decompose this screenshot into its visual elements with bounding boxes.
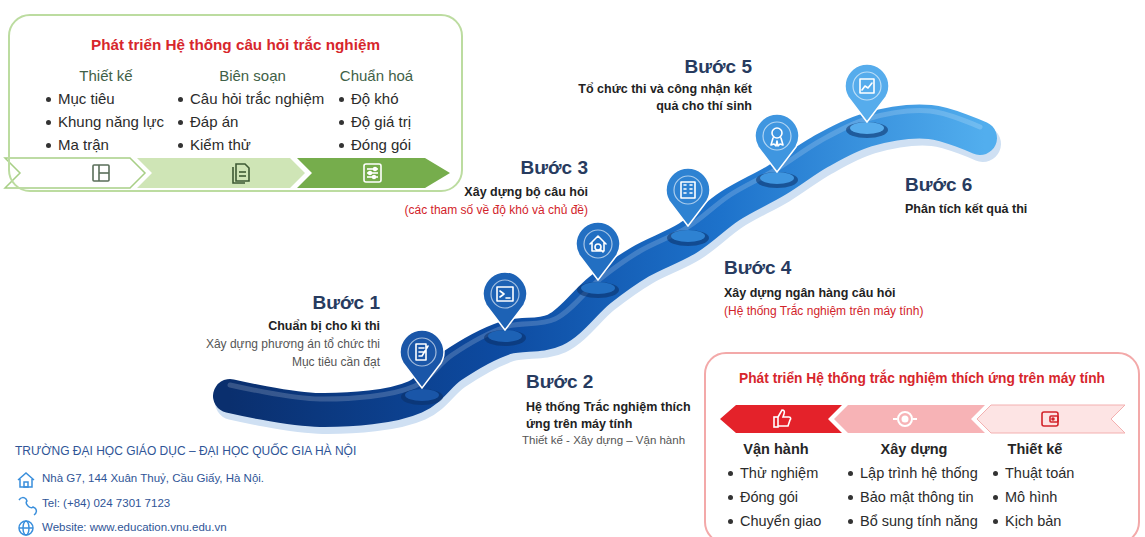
step-note: (các tham số về độ khó và chủ đề) [405,203,588,217]
column-heading: Thiết kế [44,64,168,87]
column-box: Xây dựngLập trình hệ thốngBảo mật thông … [846,437,982,533]
chevron-band [5,158,450,188]
bullet-item: Câu hỏi trắc nghiệm [176,87,329,110]
step-note: Thiết kế - Xây dựng – Vận hành [522,434,685,446]
contact-address: Nhà G7, 144 Xuân Thuỷ, Cầu Giấy, Hà Nội. [42,472,264,484]
bullet-item: Ma trận [44,133,168,156]
bullet-item: Bổ sung tính năng [846,509,982,533]
column-box: Thiết kếThuật toánMô hìnhKịch bản [991,437,1079,533]
contact-website: Website: www.education.vnu.edu.vn [42,521,227,533]
bullet-item: Thử nghiệm [726,461,826,485]
column-heading: Vận hành [726,437,826,461]
step-heading: Bước 4 [724,257,791,279]
step-heading: Bước 3 [521,157,588,179]
step-title: Hệ thống Trắc nghiệm thích ứng trên máy … [526,399,691,433]
step-heading: Bước 6 [905,174,972,196]
bullet-item: Khung năng lực [44,110,168,133]
step-note: Xây dựng phương án tổ chức thi [206,337,380,351]
bullet-item: Đáp án [176,110,329,133]
step-pin [576,222,620,298]
panel-box: Phát triển Hệ thống câu hỏi trắc nghiệmT… [8,14,463,192]
step-title: Tổ chức thi và công nhận kết quả cho thí… [562,81,752,115]
step-pin [483,272,527,346]
step-note: Mục tiêu cần đạt [292,355,380,369]
step-pin [845,64,889,138]
step-title: Phân tích kết quả thi [905,201,1027,218]
step-note: (Hệ thống Trắc nghiệm trên máy tính) [724,304,923,318]
ribbon-highlight [230,111,980,399]
panel-box: Phát triển Hệ thống trắc nghiệm thích ứn… [704,352,1140,537]
bullet-item: Chuyển giao [726,509,826,533]
column-heading: Chuẩn hoá [337,64,416,87]
column-box: Chuẩn hoáĐộ khóĐộ giá trịĐóng gói [337,64,416,156]
contact-phone: Tel: (+84) 024 7301 7123 [42,497,170,509]
bullet-item: Đóng gói [337,133,416,156]
chevron-band [720,405,1125,433]
bullet-item: Thuật toán [991,461,1079,485]
column-box: Vận hànhThử nghiệmĐóng góiChuyển giao [726,437,826,533]
column-box: Thiết kếMục tiêuKhung năng lựcMa trận [44,64,168,156]
bullet-item: Độ giá trị [337,110,416,133]
bullet-item: Lập trình hệ thống [846,461,982,485]
column-heading: Thiết kế [991,437,1079,461]
panel-title: Phát triển Hệ thống trắc nghiệm thích ứn… [706,371,1138,386]
column-box: Biên soạnCâu hỏi trắc nghiệmĐáp ánKiểm t… [176,64,329,156]
step-title: Xây dựng bộ câu hỏi [464,184,588,201]
step-pin [400,330,444,405]
contact-icons [18,473,36,535]
bullet-item: Mục tiêu [44,87,168,110]
step-heading: Bước 2 [526,371,593,393]
step-title: Chuẩn bị cho kì thi [268,318,380,335]
panel-title: Phát triển Hệ thống câu hỏi trắc nghiệm [10,36,461,53]
step-title: Xây dựng ngân hàng câu hỏi [724,285,896,302]
step-heading: Bước 1 [313,292,380,314]
bullet-item: Độ khó [337,87,416,110]
bullet-item: Bảo mật thông tin [846,485,982,509]
bullet-item: Đóng gói [726,485,826,509]
ribbon-path [230,122,980,410]
bullet-item: Kịch bản [991,509,1079,533]
step-pin [666,168,710,246]
bullet-item: Mô hình [991,485,1079,509]
column-heading: Biên soạn [176,64,329,87]
university-name: TRƯỜNG ĐẠI HỌC GIÁO DỤC – ĐẠI HỌC QUỐC G… [15,444,356,458]
column-heading: Xây dựng [846,437,982,461]
step-pin [755,114,799,188]
bullet-item: Kiểm thử [176,133,329,156]
step-heading: Bước 5 [685,56,752,78]
